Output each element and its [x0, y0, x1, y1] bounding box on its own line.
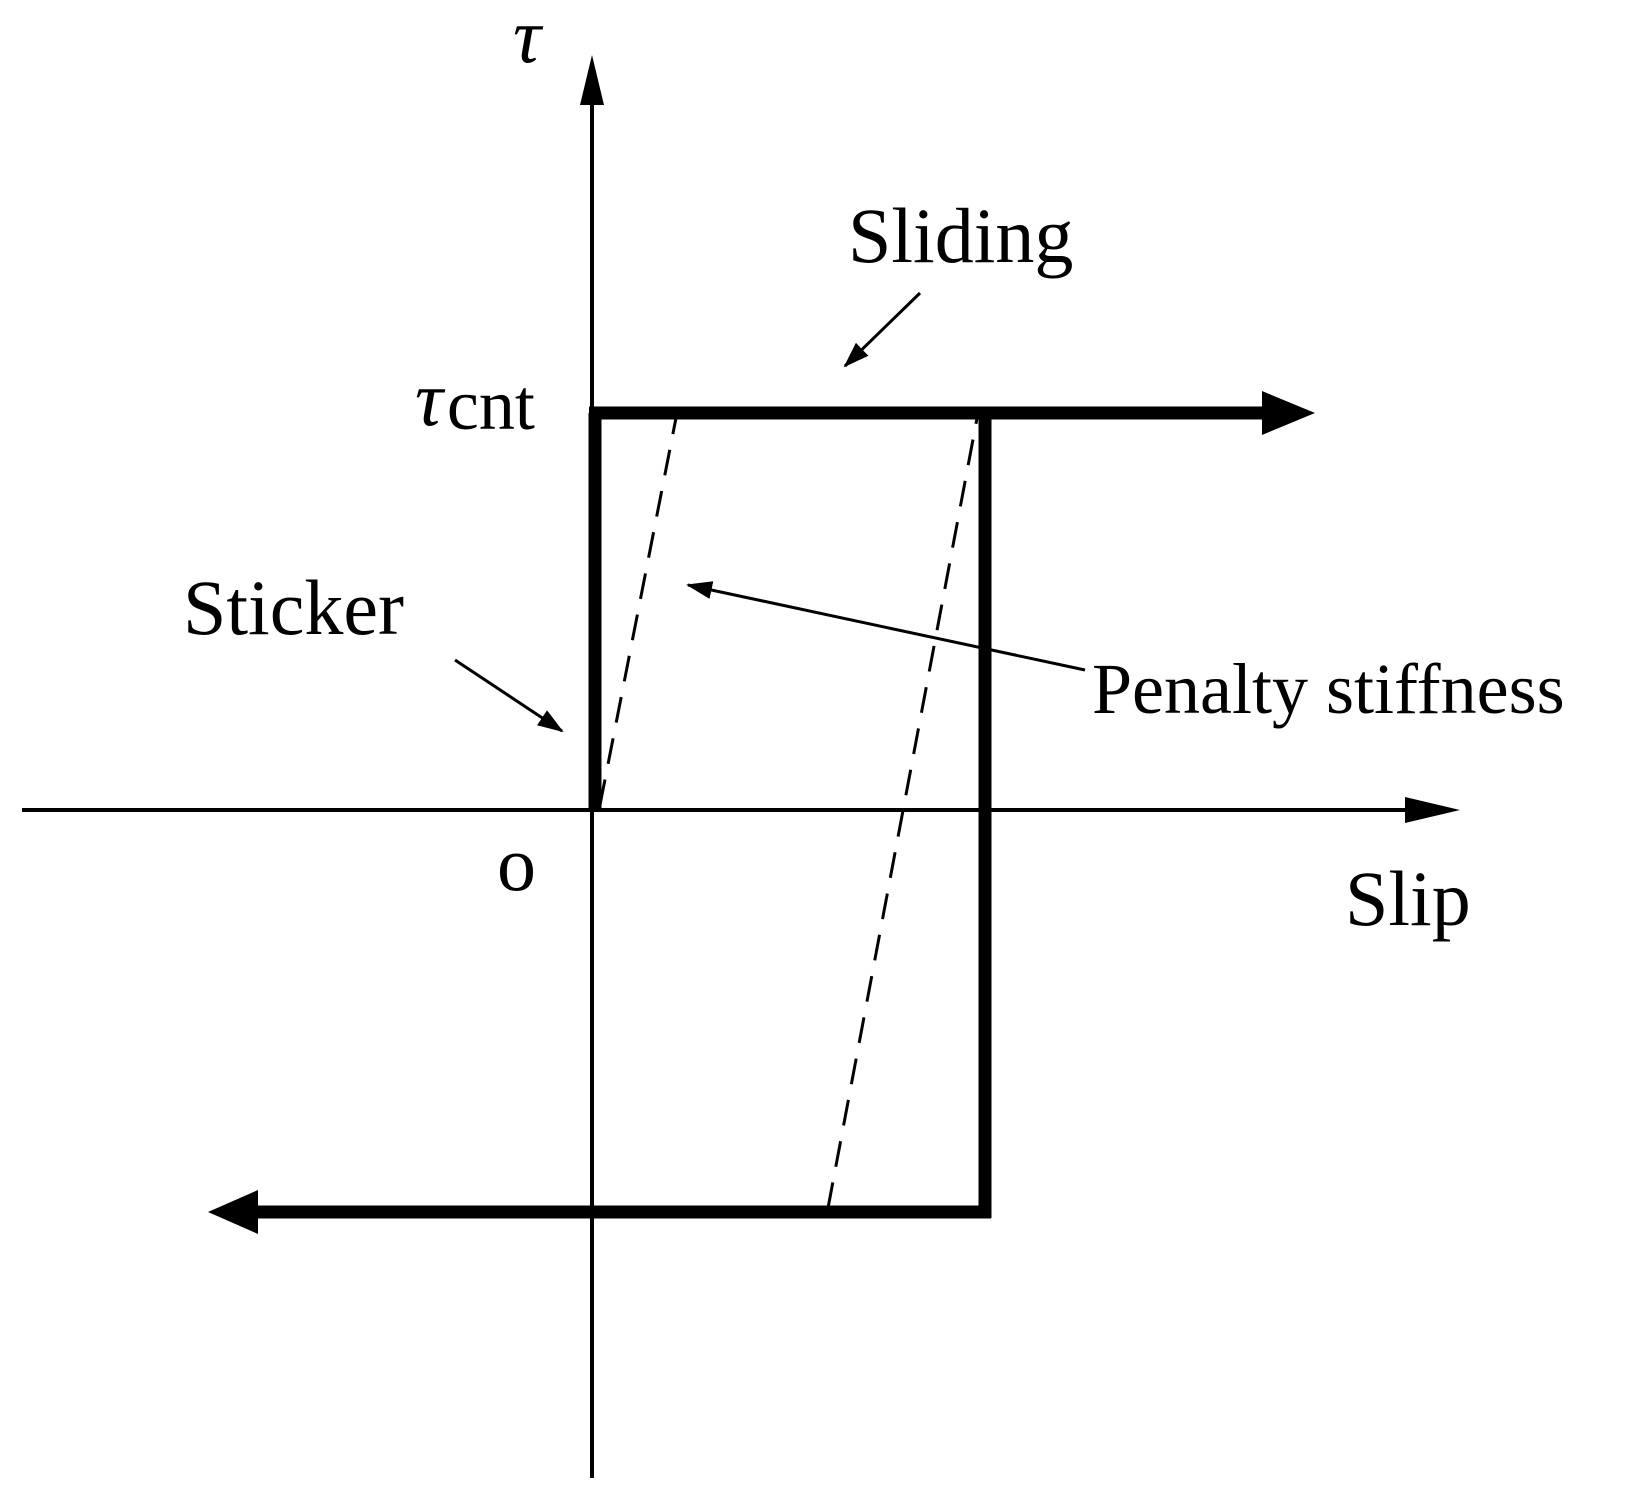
annotation-arrows	[454, 291, 1086, 733]
sliding-label: Sliding	[848, 192, 1073, 279]
threshold-label: τ cnt	[415, 355, 535, 445]
x-axis-label: Slip	[1345, 855, 1471, 942]
penalty-dashed-line-1	[598, 412, 679, 806]
origin-label: o	[497, 820, 536, 907]
penalty-stiffness-lines	[598, 412, 980, 1209]
hysteresis-loop	[208, 391, 1315, 1234]
x-axis-arrowhead	[1405, 797, 1460, 823]
sticker-pointer-arrow	[454, 658, 564, 733]
reverse-sliding-arrowhead	[208, 1190, 258, 1234]
penalty-dashed-line-2	[826, 412, 980, 1209]
threshold-subscript: cnt	[447, 365, 535, 445]
y-axis-arrowhead	[580, 55, 604, 105]
sliding-pointer-arrow	[843, 291, 922, 368]
axes	[22, 55, 1460, 1478]
sliding-arrowhead	[1262, 391, 1315, 435]
y-axis-label: τ	[513, 0, 544, 79]
sticker-label: Sticker	[183, 564, 404, 651]
penalty-stiffness-label: Penalty stiffness	[1092, 649, 1565, 729]
penalty-pointer-arrow	[686, 581, 1086, 672]
threshold-symbol: τ	[415, 355, 446, 442]
